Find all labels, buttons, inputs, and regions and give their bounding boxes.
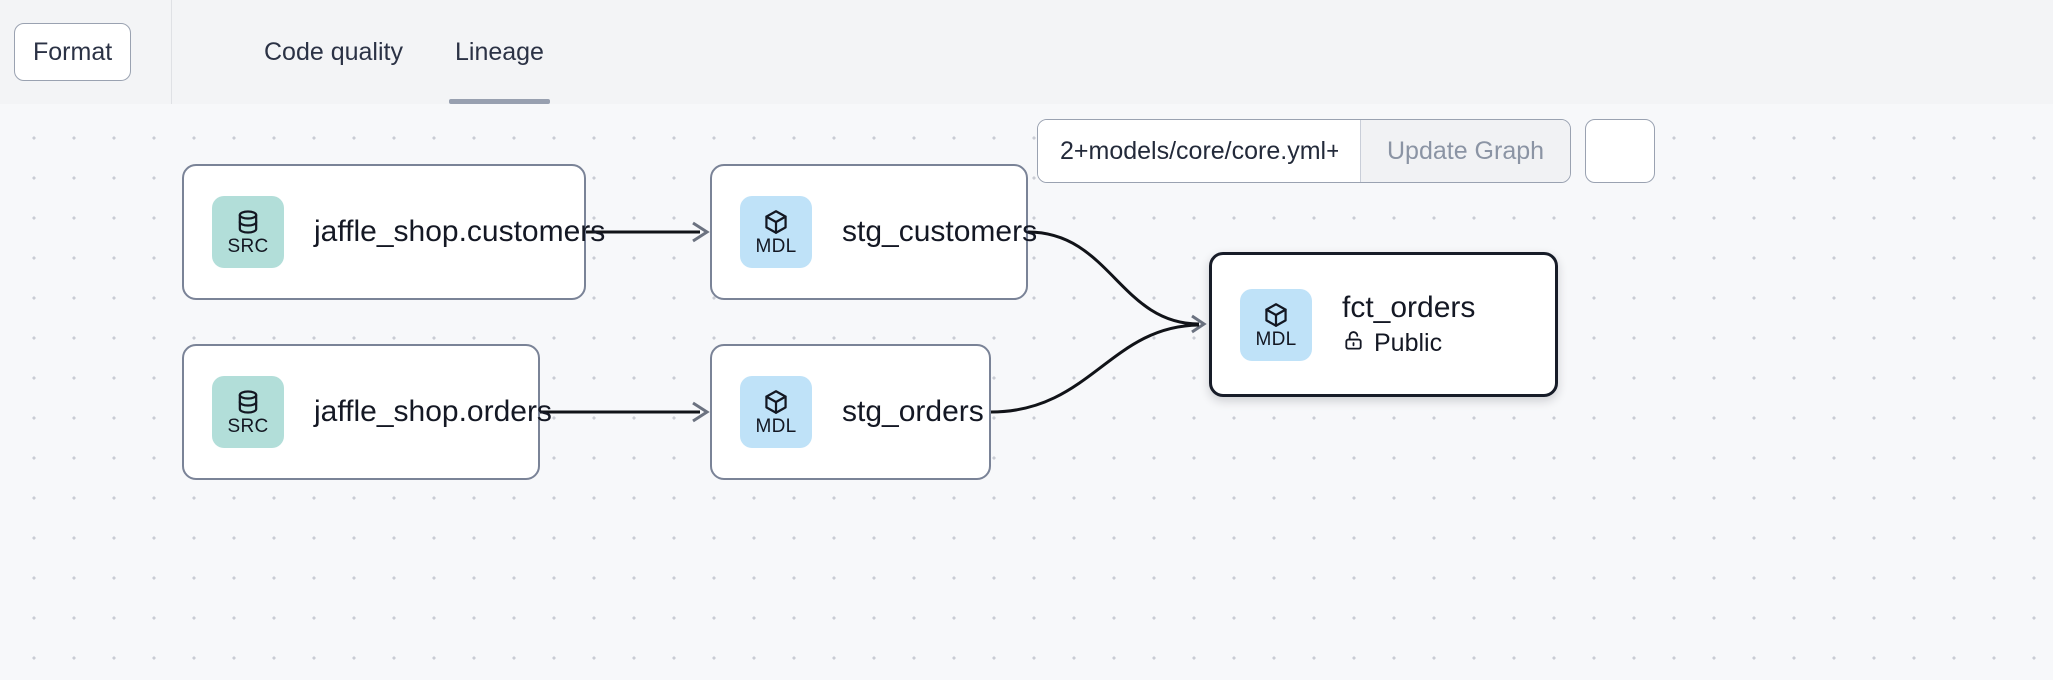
database-icon	[234, 208, 262, 236]
node-access-row: Public	[1342, 329, 1475, 359]
lineage-node-fct-orders[interactable]: MDL fct_orders Public	[1209, 252, 1558, 397]
lineage-edges	[540, 221, 1207, 423]
cube-icon	[762, 208, 790, 236]
source-badge-label: SRC	[227, 416, 269, 437]
source-badge: SRC	[212, 376, 284, 448]
cube-icon	[1262, 301, 1290, 329]
model-badge: MDL	[740, 376, 812, 448]
node-body: jaffle_shop.customers	[314, 215, 605, 249]
edge-src-orders-to-stg-orders	[540, 401, 710, 423]
selector-group: Update Graph	[1037, 119, 1572, 183]
format-button[interactable]: Format	[14, 23, 132, 81]
edge-stg-customers-to-fct-orders	[1027, 230, 1207, 334]
toolbar-left-group: Format	[0, 0, 172, 104]
source-badge-label: SRC	[227, 236, 269, 257]
update-graph-button[interactable]: Update Graph	[1360, 120, 1571, 182]
tab-code-quality[interactable]: Code quality	[238, 0, 429, 104]
node-body: fct_orders Public	[1342, 291, 1475, 358]
lineage-node-src-customers[interactable]: SRC jaffle_shop.customers	[182, 164, 605, 300]
node-title: jaffle_shop.customers	[314, 215, 606, 249]
unlock-icon	[1342, 329, 1365, 359]
node-body: jaffle_shop.orders	[314, 395, 552, 429]
model-badge: MDL	[1240, 288, 1312, 361]
graph-selector-input[interactable]	[1038, 120, 1360, 182]
tab-code-quality-label: Code quality	[264, 37, 403, 66]
editor-toolbar: Format Code quality Lineage	[0, 0, 2053, 104]
edge-stg-orders-to-fct-orders	[990, 323, 1200, 414]
node-title: jaffle_shop.orders	[314, 395, 552, 429]
lineage-node-stg-orders[interactable]: MDL stg_orders	[710, 344, 991, 480]
source-badge: SRC	[212, 196, 284, 268]
model-badge-label: MDL	[755, 416, 797, 437]
lineage-canvas[interactable]: SRC jaffle_shop.customers MDL stg_custom…	[0, 104, 2053, 680]
model-badge: MDL	[740, 196, 812, 268]
edge-src-customers-to-stg-customers	[586, 221, 710, 243]
node-body: stg_customers	[842, 215, 1037, 249]
tab-lineage[interactable]: Lineage	[429, 0, 570, 104]
node-title: stg_orders	[842, 395, 984, 429]
database-icon	[234, 388, 262, 416]
lineage-node-stg-customers[interactable]: MDL stg_customers	[710, 164, 1037, 300]
tab-bar: Code quality Lineage	[172, 0, 570, 104]
node-title: stg_customers	[842, 215, 1038, 249]
tab-lineage-underline	[448, 99, 550, 104]
graph-controls: Update Graph	[1037, 119, 1656, 183]
node-access-label: Public	[1374, 328, 1443, 357]
graph-options-button[interactable]	[1585, 119, 1656, 183]
model-badge-label: MDL	[1255, 328, 1297, 350]
node-title: fct_orders	[1342, 290, 1476, 324]
lineage-node-src-orders[interactable]: SRC jaffle_shop.orders	[182, 344, 552, 480]
node-body: stg_orders	[842, 395, 984, 429]
model-badge-label: MDL	[755, 236, 797, 257]
cube-icon	[762, 388, 790, 416]
tab-lineage-label: Lineage	[454, 37, 544, 66]
